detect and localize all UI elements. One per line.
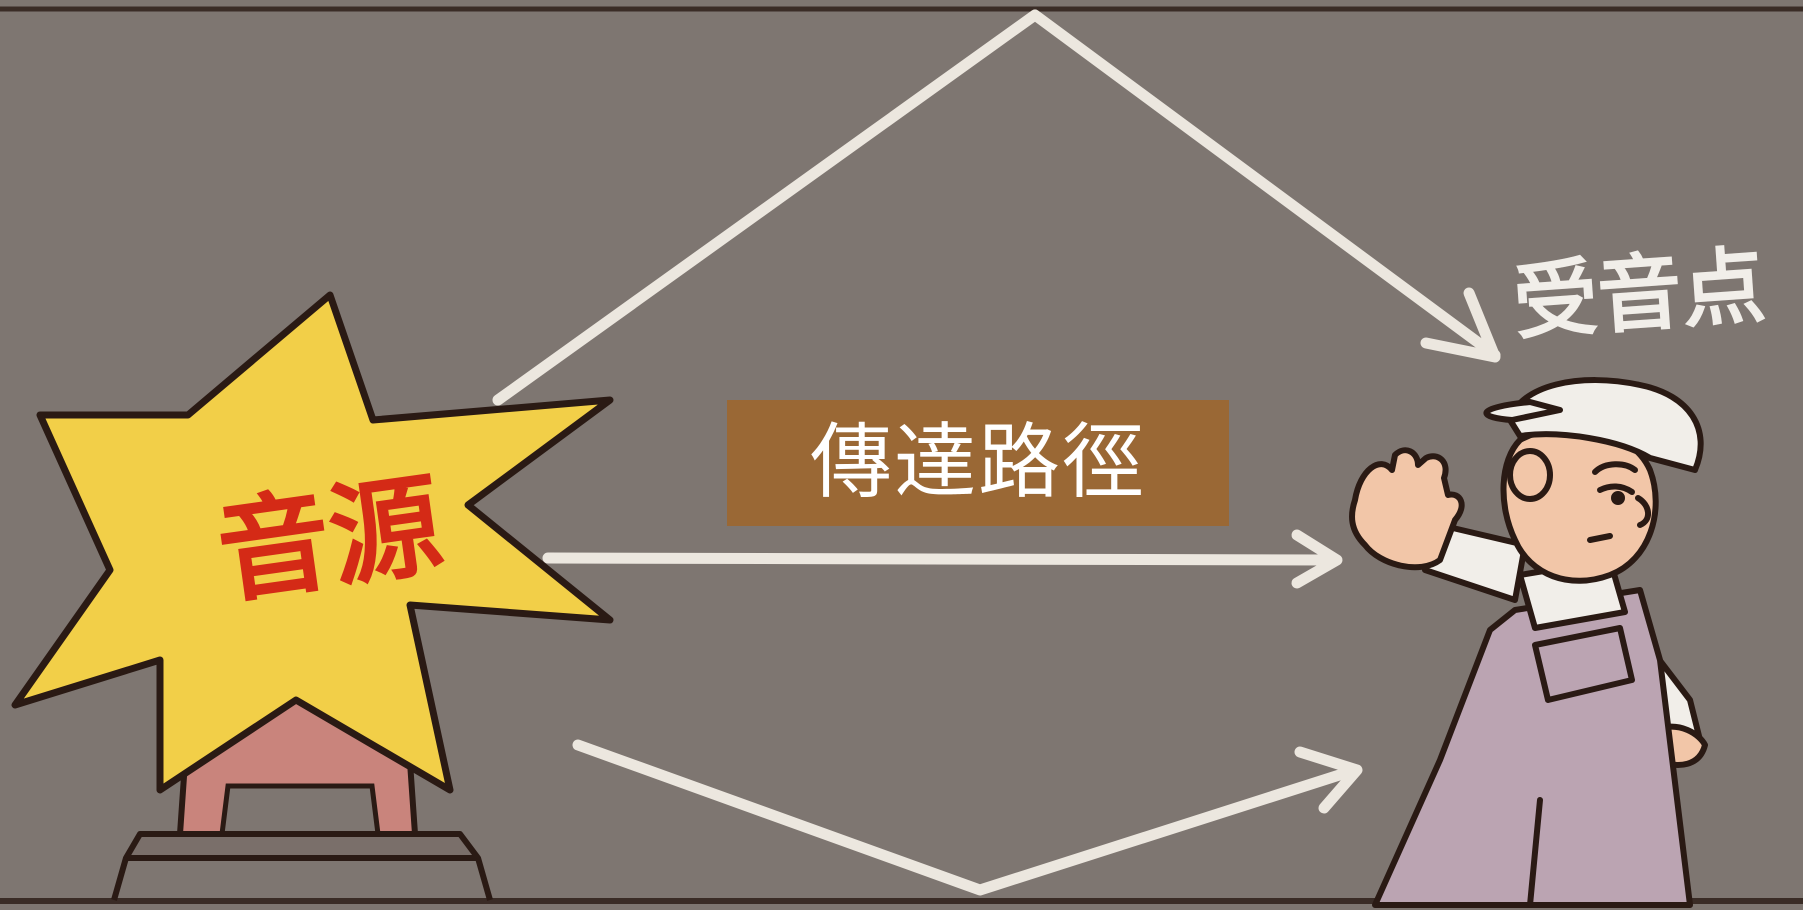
reflected-path-arrow-bottom bbox=[572, 739, 1363, 896]
transmission-path-label: 傳達路徑 bbox=[809, 415, 1146, 510]
receiver-label: 受音点 bbox=[1510, 236, 1768, 351]
reflected-path-arrow-top bbox=[492, 9, 1501, 406]
receiver-person bbox=[1349, 377, 1708, 908]
direct-path-arrow bbox=[542, 529, 1343, 589]
transmission-path-label-box: 傳達路徑 bbox=[727, 400, 1229, 526]
source-label: 音源 bbox=[210, 460, 450, 620]
sound-source-star bbox=[11, 291, 614, 794]
